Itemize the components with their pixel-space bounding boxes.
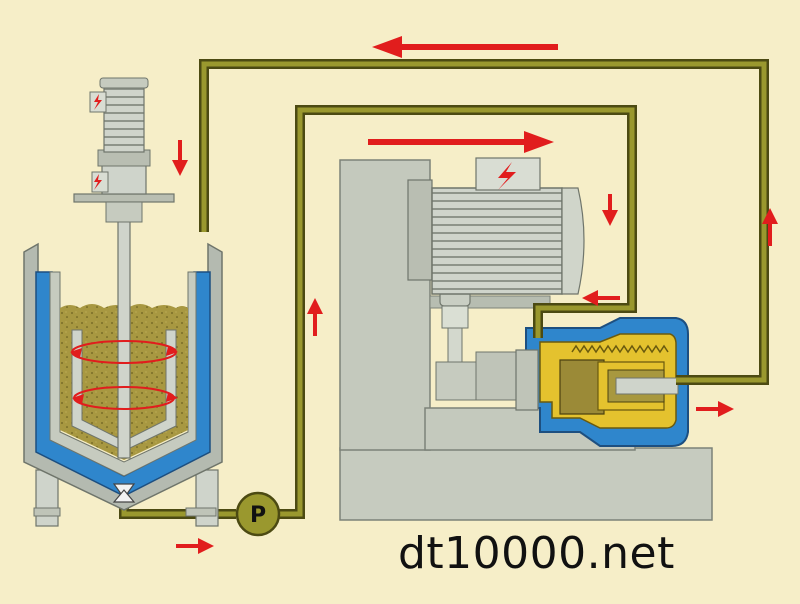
flow-arrows <box>172 36 778 554</box>
flow-arrow-icon <box>582 290 620 306</box>
vessel-leg-right <box>195 469 219 527</box>
agitator-shaft <box>117 195 131 459</box>
pump-body <box>235 491 281 537</box>
motor-end-cap <box>561 187 585 295</box>
flow-arrow-icon <box>368 131 554 153</box>
agitator-motor <box>89 77 151 195</box>
watermark-text: dt10000.net <box>398 528 675 579</box>
rotor-shaft <box>615 377 679 395</box>
agitator-motor-housing <box>103 85 145 153</box>
flow-arrow-icon <box>696 401 734 417</box>
motor-housing <box>431 187 563 295</box>
flow-arrow-icon <box>762 208 778 246</box>
flow-arrow-icon <box>172 140 188 176</box>
disperser-flange <box>515 349 539 411</box>
mixing-vessel <box>23 193 223 527</box>
disperser-head <box>515 317 689 447</box>
pump: P <box>235 491 281 537</box>
electric-symbol-icon <box>498 162 516 190</box>
stator-teeth <box>571 344 669 354</box>
machine-base <box>339 447 713 521</box>
pump-label: P <box>250 503 266 528</box>
motor <box>407 157 585 295</box>
agitator-electric-icon-2 <box>94 174 102 190</box>
rotor-body <box>559 359 605 415</box>
motor-mount <box>407 179 433 281</box>
agitator-mounting-plate <box>73 193 175 203</box>
pipe-network <box>119 59 769 519</box>
flow-arrow-icon <box>602 194 618 226</box>
flow-arrow-icon <box>176 538 214 554</box>
agitator-electric-icon <box>94 94 102 110</box>
flow-arrow-icon <box>307 298 323 336</box>
vessel-leg-left <box>35 469 59 527</box>
flow-arrow-icon <box>372 36 558 58</box>
